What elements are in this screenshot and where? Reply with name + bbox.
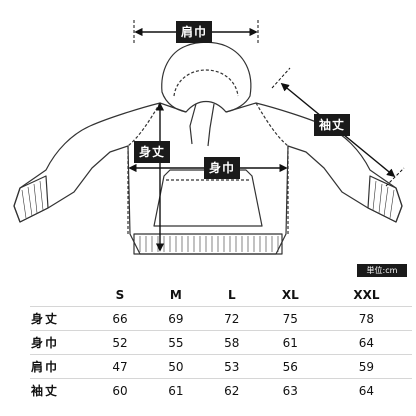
table-cell: 64 — [320, 378, 412, 402]
size-header: L — [227, 288, 236, 302]
row-label: 身丈 — [30, 306, 92, 331]
table-cell: 60 — [92, 378, 148, 402]
sleeve-length-label: 袖丈 — [314, 114, 351, 136]
drawstring-left — [189, 103, 197, 145]
right-armhole-seam — [255, 102, 289, 147]
waistband-rib-lines — [139, 236, 279, 252]
size-chart-table: S M L XL XXL 身丈 66 69 72 75 78 身巾 52 55 … — [30, 284, 412, 402]
size-header: S — [115, 288, 125, 302]
row-label: 肩巾 — [30, 354, 92, 379]
table-cell: 56 — [259, 354, 321, 379]
table-row: 肩巾 47 50 53 56 59 — [30, 354, 412, 379]
table-cell: 64 — [320, 330, 412, 355]
sleeve-guide-top — [271, 67, 291, 89]
row-label: 袖丈 — [30, 378, 92, 402]
left-cuff-rib-lines — [21, 180, 44, 219]
shoulder-width-label: 肩巾 — [176, 21, 213, 43]
table-row: 身巾 52 55 58 61 64 — [30, 330, 412, 355]
drawstring-right — [207, 103, 215, 147]
left-armhole-seam — [127, 102, 161, 147]
table-cell: 63 — [259, 378, 321, 402]
table-row: 身丈 66 69 72 75 78 — [30, 306, 412, 331]
left-cuff-rib — [13, 175, 49, 223]
table-cell: 61 — [259, 330, 321, 355]
table-cell: 78 — [320, 306, 412, 331]
right-cuff-rib-lines — [372, 180, 395, 219]
right-cuff-rib — [367, 175, 403, 223]
table-cell: 55 — [147, 330, 204, 355]
size-header: M — [169, 288, 182, 302]
table-cell: 72 — [203, 306, 260, 331]
table-row: 袖丈 60 61 62 63 64 — [30, 378, 412, 402]
hood-inner — [173, 69, 239, 97]
hood — [161, 41, 252, 113]
size-header: XXL — [353, 288, 380, 302]
body-width-label: 身巾 — [204, 157, 241, 179]
header-corner — [30, 284, 92, 307]
table-cell: 69 — [147, 306, 204, 331]
unit-note: 単位:cm — [357, 264, 407, 277]
table-cell: 53 — [203, 354, 260, 379]
table-cell: 59 — [320, 354, 412, 379]
row-label: 身巾 — [30, 330, 92, 355]
body-length-label: 身丈 — [134, 141, 171, 163]
waistband-rib — [133, 233, 283, 255]
hoodie-outline — [13, 41, 403, 255]
size-header: XL — [281, 288, 299, 302]
measurement-lines — [128, 20, 405, 252]
table-cell: 66 — [92, 306, 148, 331]
sleeve-guide-bottom — [385, 167, 405, 187]
table-cell: 58 — [203, 330, 260, 355]
table-cell: 75 — [259, 306, 321, 331]
table-cell: 47 — [92, 354, 148, 379]
table-cell: 61 — [147, 378, 204, 402]
table-cell: 52 — [92, 330, 148, 355]
table-cell: 62 — [203, 378, 260, 402]
size-header-row: S M L XL XXL — [30, 284, 412, 307]
table-cell: 50 — [147, 354, 204, 379]
